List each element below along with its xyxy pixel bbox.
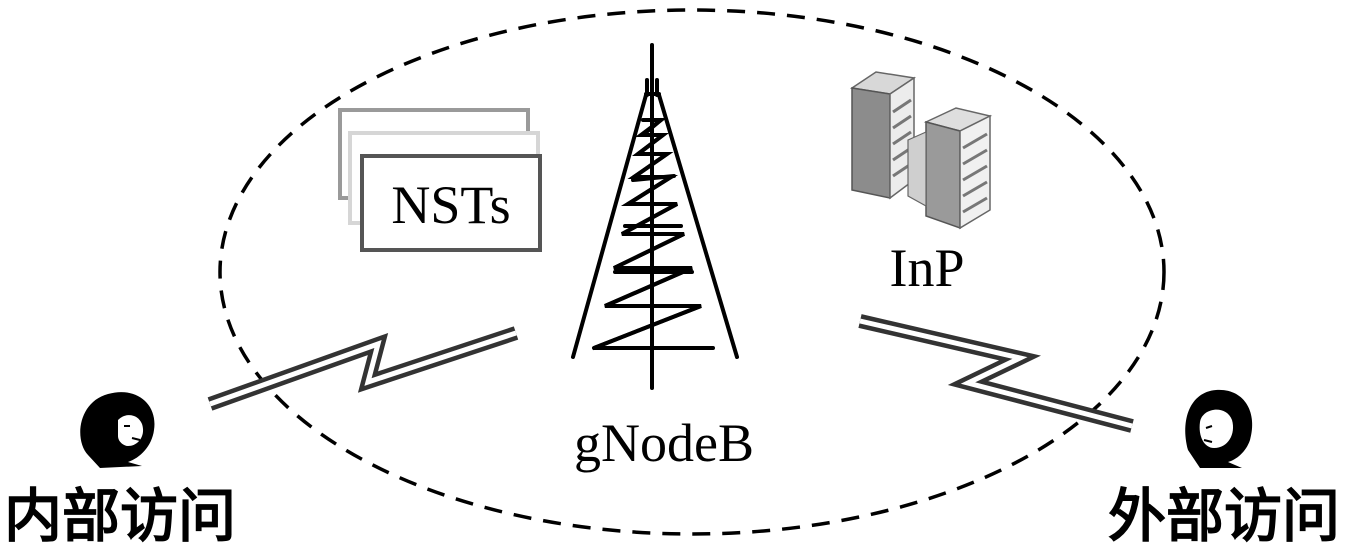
external-access-label: 外部访问	[1108, 482, 1340, 550]
left-wireless-link-inner	[209, 330, 517, 407]
nsts-cards-icon	[338, 108, 542, 252]
gnodeb-label: gNodeB	[574, 413, 754, 473]
radio-tower-icon	[571, 43, 739, 390]
inp-label: InP	[889, 238, 964, 298]
right-wireless-link-icon	[858, 314, 1134, 433]
left-wireless-link-icon	[207, 326, 519, 411]
internal-user-icon	[80, 392, 155, 468]
nsts-card-front	[360, 154, 542, 252]
network-boundary-ellipse	[218, 8, 1166, 536]
server-icon	[849, 71, 993, 230]
external-user-icon	[1185, 389, 1253, 468]
nsts-label: NSTs	[391, 175, 510, 235]
right-wireless-link-inner	[859, 318, 1133, 429]
internal-access-label-text: 内部访问	[4, 482, 236, 550]
